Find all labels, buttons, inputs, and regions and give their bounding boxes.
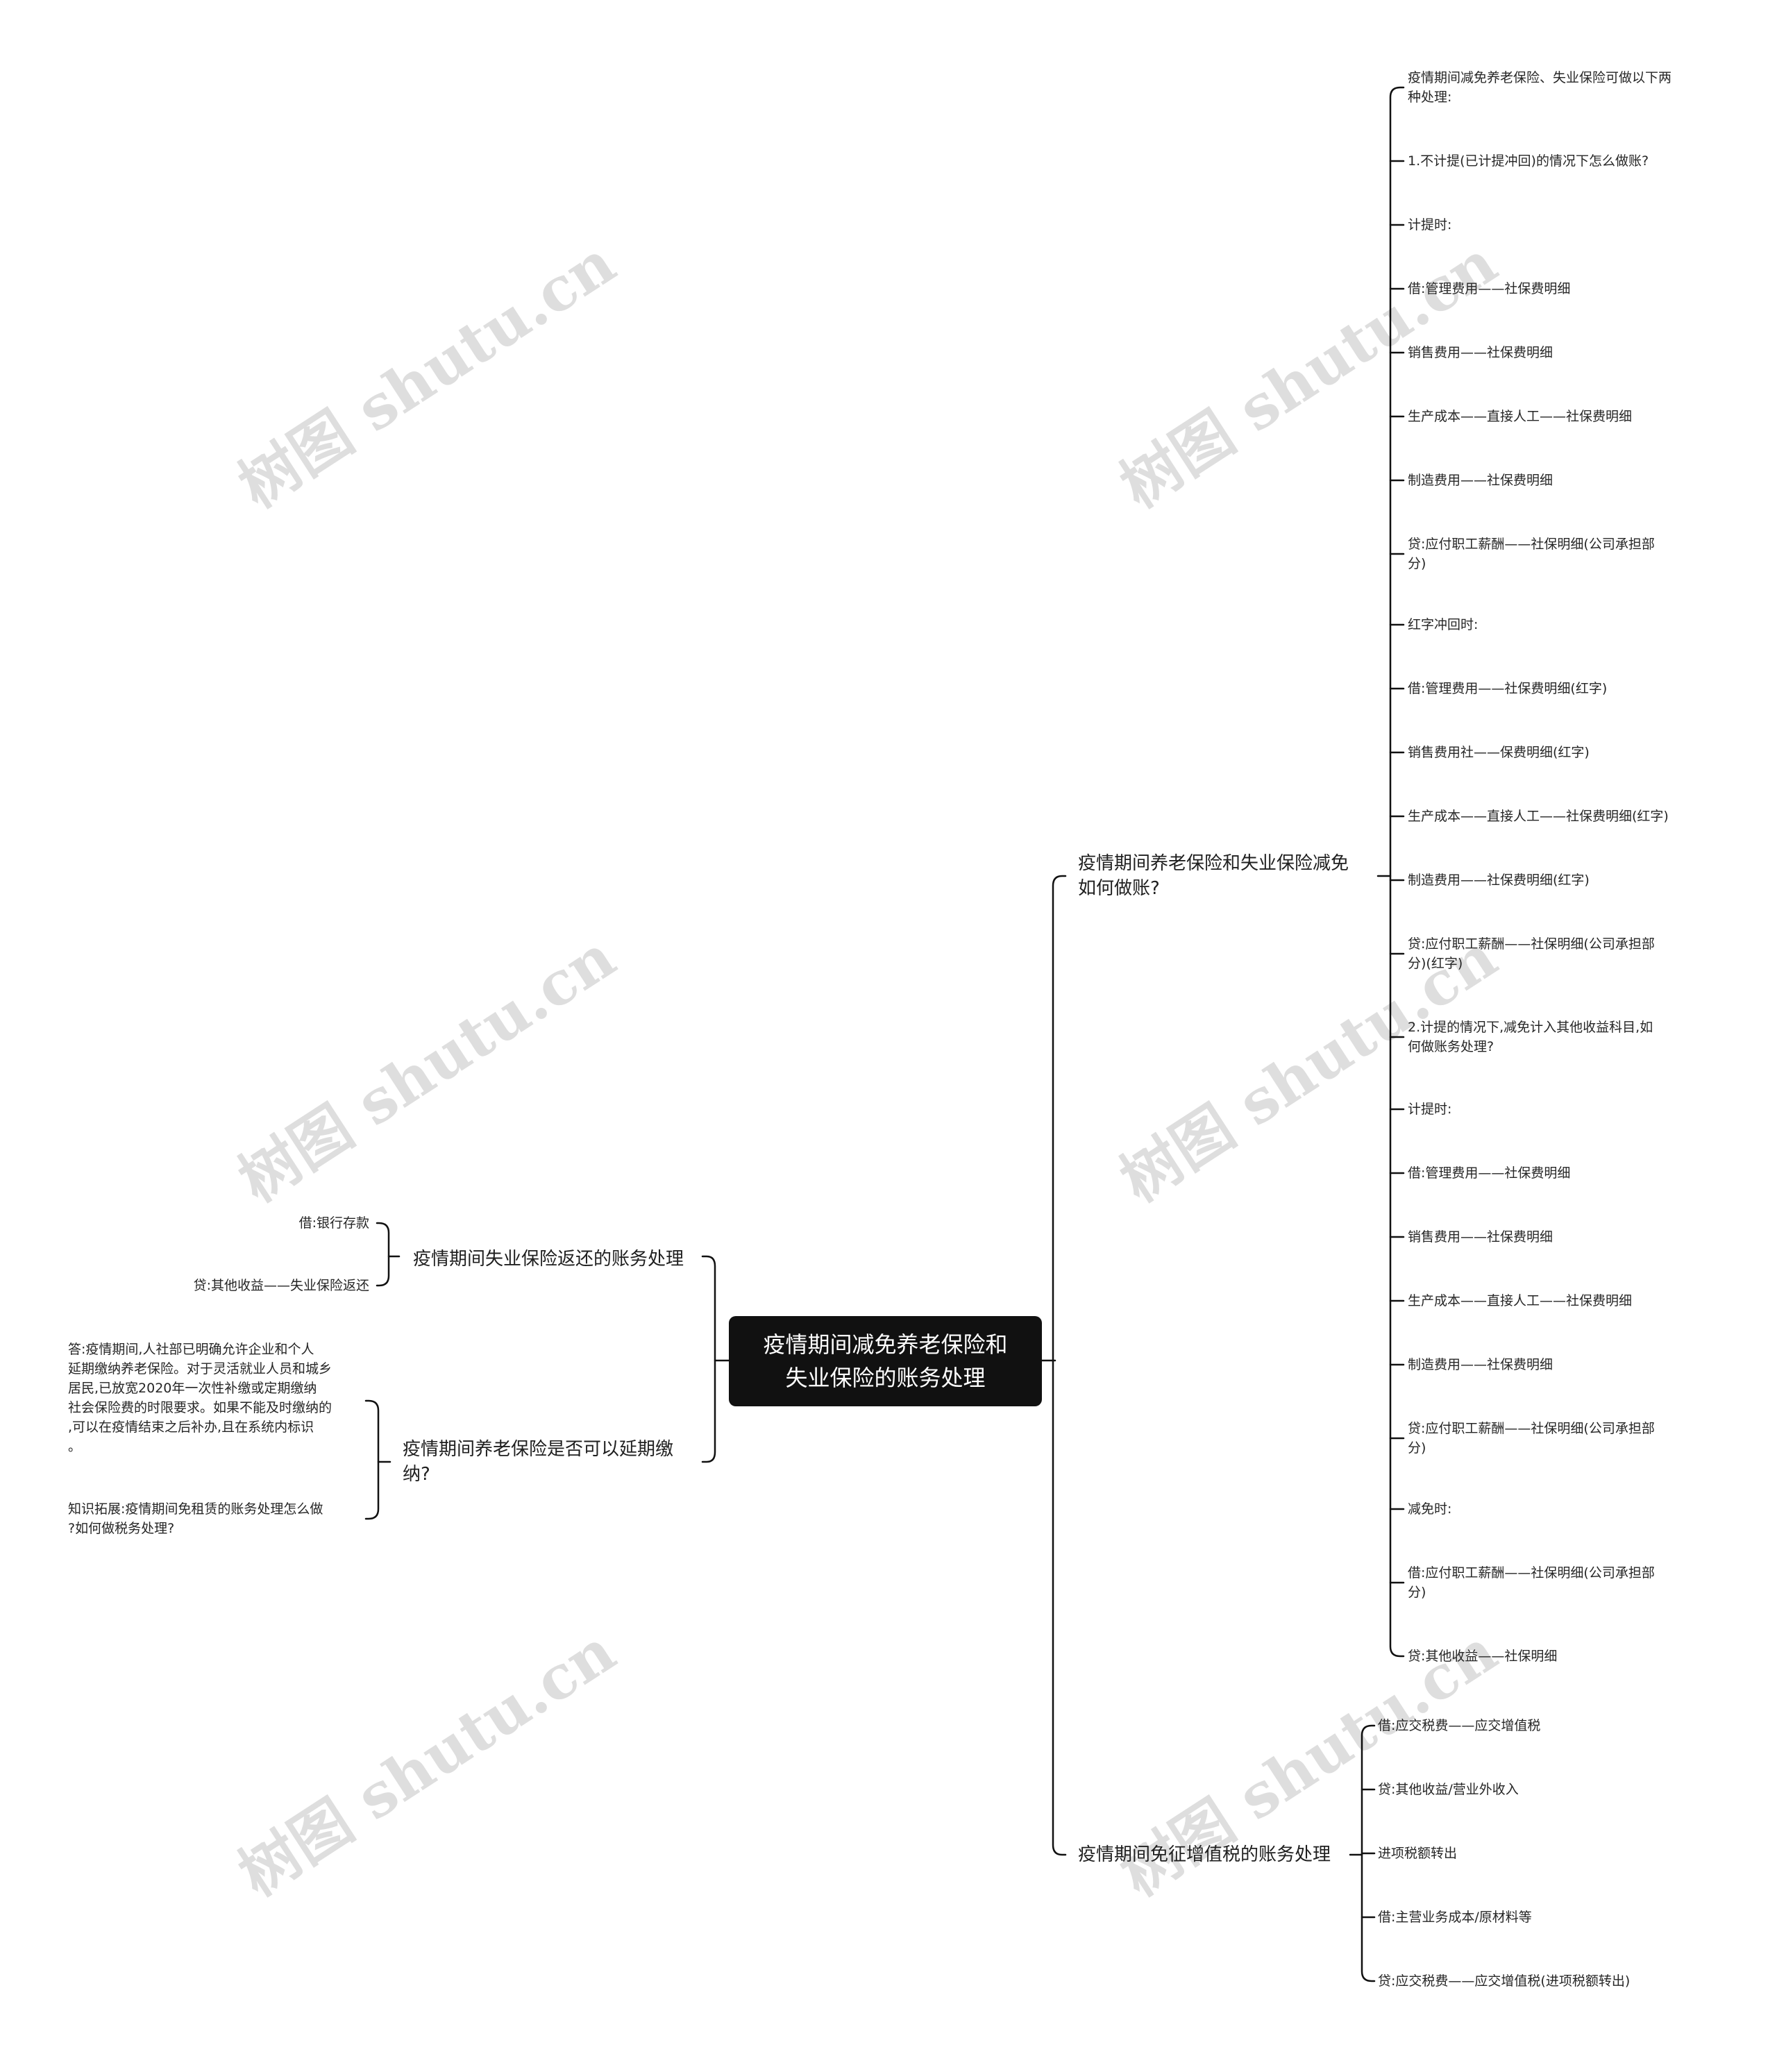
subtopic-line: 制造费用——社保费明细 [1408,1357,1553,1372]
subtopic[interactable]: 借:应交税费——应交增值税 [1378,1716,1540,1735]
subtopic-line: 减免时: [1408,1501,1452,1517]
subtopic-line: 生产成本——直接人工——社保费明细 [1408,409,1633,424]
subtopic[interactable]: 贷:其他收益——社保明细 [1408,1646,1557,1666]
subtopic-line: 贷:其他收益/营业外收入 [1378,1782,1519,1797]
subtopic-line: 2.计提的情况下,减免计入其他收益科目,如 [1408,1020,1653,1035]
subtopic[interactable]: 销售费用——社保费明细 [1408,1227,1553,1247]
subtopic[interactable]: 借:管理费用——社保费明细(红字) [1408,679,1607,698]
subtopic[interactable]: 贷:应付职工薪酬——社保明细(公司承担部分) [1408,1419,1655,1458]
subtopic-line: 贷:其他收益——失业保险返还 [193,1278,369,1293]
root-topic[interactable]: 疫情期间减免养老保险和 失业保险的账务处理 [729,1316,1042,1406]
subtopic[interactable]: 计提时: [1408,215,1451,235]
subtopic-line: 分) [1408,1440,1426,1456]
subtopic-line: 制造费用——社保费明细(红字) [1408,873,1590,888]
subtopic[interactable]: 贷:其他收益——失业保险返还 [92,1276,369,1295]
subtopic-line: 1.不计提(已计提冲回)的情况下怎么做账? [1408,153,1649,169]
subtopic[interactable]: 减免时: [1408,1499,1451,1519]
subtopic-line: 生产成本——直接人工——社保费明细 [1408,1293,1633,1308]
subtopic-line: 借:管理费用——社保费明细 [1408,1165,1571,1181]
subtopic[interactable]: 贷:应付职工薪酬——社保明细(公司承担部分) [1408,534,1655,573]
subtopic-line: 借:主营业务成本/原材料等 [1378,1910,1532,1925]
subtopic[interactable]: 借:银行存款 [92,1213,369,1233]
subtopic-line: 何做账务处理? [1408,1039,1494,1054]
subtopic-line: 贷:应交税费——应交增值税(进项税额转出) [1378,1973,1631,1989]
subtopic-line: 分)(红字) [1408,956,1463,971]
subtopic-line: 贷:应付职工薪酬——社保明细(公司承担部 [1408,1421,1655,1436]
subtopic[interactable]: 生产成本——直接人工——社保费明细(红字) [1408,807,1669,826]
subtopic[interactable]: 红字冲回时: [1408,615,1478,634]
subtopic-line: 借:管理费用——社保费明细 [1408,281,1571,296]
subtopic-line: 借:管理费用——社保费明细(红字) [1408,681,1608,696]
subtopic[interactable]: 借:主营业务成本/原材料等 [1378,1907,1532,1927]
subtopic[interactable]: 生产成本——直接人工——社保费明细 [1408,1291,1632,1311]
topic-pension-deferral-question[interactable]: 疫情期间养老保险是否可以延期缴 纳? [403,1439,674,1485]
subtopic[interactable]: 制造费用——社保费明细(红字) [1408,870,1590,890]
subtopic[interactable]: 答:疫情期间,人社部已明确允许企业和个人延期缴纳养老保险。对于灵活就业人员和城乡… [68,1340,332,1456]
subtopic-line: ?如何做税务处理? [68,1521,175,1536]
subtopic[interactable]: 制造费用——社保费明细 [1408,471,1553,490]
subtopic-line: 红字冲回时: [1408,617,1479,632]
subtopic[interactable]: 销售费用——社保费明细 [1408,343,1553,362]
subtopic-line: 销售费用——社保费明细 [1408,345,1553,360]
root-topic-line: 失业保险的账务处理 [785,1365,986,1391]
subtopic[interactable]: 贷:应交税费——应交增值税(进项税额转出) [1378,1971,1630,1991]
subtopic-line: 销售费用——社保费明细 [1408,1229,1553,1245]
topic-pension-unemployment-accounting[interactable]: 疫情期间养老保险和失业保险减免 如何做账? [1078,853,1349,899]
subtopic-line: 社会保险费的时限要求。如果不能及时缴纳的 [68,1400,332,1415]
topic-unemployment-refund-accounting[interactable]: 疫情期间失业保险返还的账务处理 [413,1249,684,1270]
subtopic[interactable]: 计提时: [1408,1100,1451,1119]
subtopic-line: 计提时: [1408,217,1452,233]
subtopic-line: 生产成本——直接人工——社保费明细(红字) [1408,809,1669,824]
subtopic[interactable]: 销售费用社——保费明细(红字) [1408,743,1590,762]
subtopic-line: 知识拓展:疫情期间免租赁的账务处理怎么做 [68,1501,323,1517]
subtopic-line: 销售费用社——保费明细(红字) [1408,745,1590,760]
topic-vat-exemption-accounting[interactable]: 疫情期间免征增值税的账务处理 [1078,1844,1331,1865]
subtopic-line: 制造费用——社保费明细 [1408,473,1553,488]
root-topic-line: 疫情期间减免养老保险和 [763,1331,1008,1358]
subtopic-line: ,可以在疫情结束之后补办,且在系统内标识 [68,1420,314,1435]
subtopic-line: 疫情期间减免养老保险、失业保险可做以下两 [1408,70,1672,85]
subtopic[interactable]: 2.计提的情况下,减免计入其他收益科目,如何做账务处理? [1408,1018,1653,1056]
subtopic-line: 借:应交税费——应交增值税 [1378,1718,1541,1733]
subtopic[interactable]: 借:管理费用——社保费明细 [1408,279,1570,298]
subtopic[interactable]: 借:应付职工薪酬——社保明细(公司承担部分) [1408,1563,1655,1602]
subtopic[interactable]: 生产成本——直接人工——社保费明细 [1408,407,1632,426]
subtopic-line: 。 [68,1439,82,1454]
subtopic[interactable]: 借:管理费用——社保费明细 [1408,1163,1570,1183]
subtopic-line: 答:疫情期间,人社部已明确允许企业和个人 [68,1342,314,1357]
subtopic-line: 贷:应付职工薪酬——社保明细(公司承担部 [1408,537,1655,552]
subtopic[interactable]: 疫情期间减免养老保险、失业保险可做以下两种处理: [1408,68,1671,107]
subtopic-line: 种处理: [1408,90,1452,105]
subtopic-line: 计提时: [1408,1102,1452,1117]
subtopic-line: 贷:其他收益——社保明细 [1408,1649,1558,1664]
subtopic[interactable]: 进项税额转出 [1378,1844,1457,1863]
subtopic-line: 借:应付职工薪酬——社保明细(公司承担部 [1408,1565,1655,1581]
subtopic-line: 借:银行存款 [298,1215,369,1231]
subtopic-line: 居民,已放宽2020年一次性补缴或定期缴纳 [68,1381,317,1396]
subtopic[interactable]: 知识拓展:疫情期间免租赁的账务处理怎么做 ?如何做税务处理? [68,1499,323,1538]
subtopic-line: 进项税额转出 [1378,1846,1458,1861]
subtopic-line: 分) [1408,556,1426,571]
subtopic-line: 分) [1408,1585,1426,1600]
subtopic[interactable]: 制造费用——社保费明细 [1408,1355,1553,1374]
subtopic[interactable]: 1.不计提(已计提冲回)的情况下怎么做账? [1408,151,1649,171]
subtopic-line: 贷:应付职工薪酬——社保明细(公司承担部 [1408,936,1655,952]
subtopic[interactable]: 贷:其他收益/营业外收入 [1378,1780,1519,1799]
subtopic-line: 延期缴纳养老保险。对于灵活就业人员和城乡 [68,1361,332,1376]
subtopic[interactable]: 贷:应付职工薪酬——社保明细(公司承担部分)(红字) [1408,934,1655,973]
